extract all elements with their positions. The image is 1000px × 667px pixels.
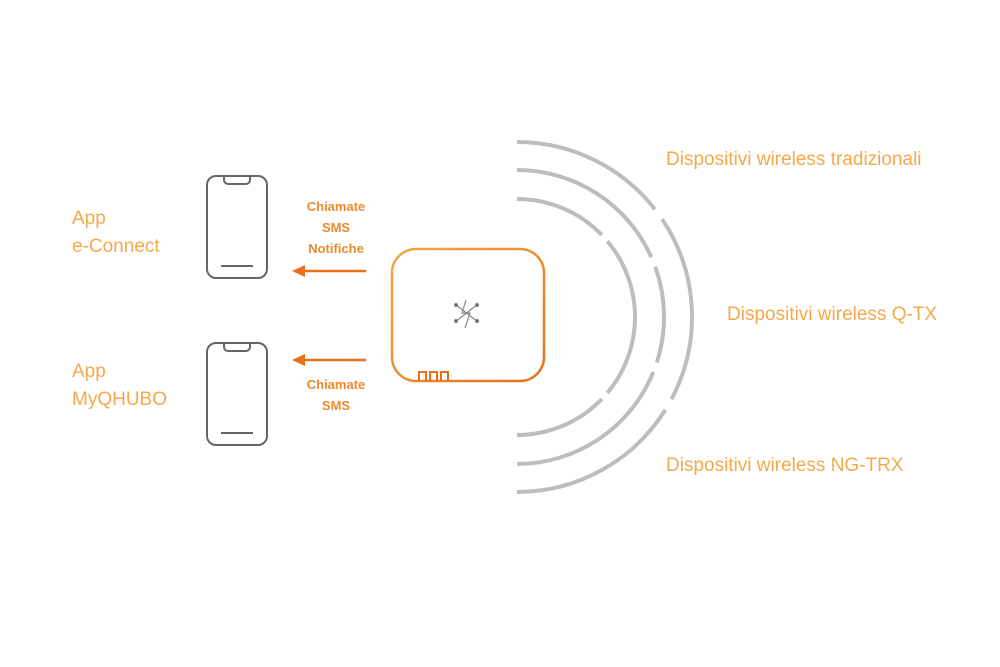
wireless-signal-arcs — [516, 140, 694, 494]
arrow-to-econnect — [292, 265, 366, 277]
message-item: Notifiche — [308, 241, 364, 256]
signal-arc-segment — [516, 408, 668, 494]
messages-econnect: Chiamate SMS Notifiche — [296, 196, 376, 259]
message-item: Chiamate — [306, 199, 366, 214]
signal-arc-segment — [516, 140, 657, 211]
app-label-myqhubo: App MyQHUBO — [72, 358, 167, 414]
hub-device — [390, 247, 546, 383]
phone-icon-myqhubo — [206, 342, 268, 446]
message-item: Chiamate — [306, 377, 366, 392]
wireless-label-traditional: Dispositivi wireless tradizionali — [666, 149, 922, 170]
app-label-line1: App — [72, 361, 106, 382]
signal-arc-segment — [516, 168, 654, 259]
message-item: SMS — [321, 220, 351, 235]
app-label-line2: e-Connect — [72, 236, 160, 257]
phone-icon-econnect — [206, 175, 268, 279]
signal-arc-segment — [516, 197, 604, 237]
messages-myqhubo: Chiamate SMS — [296, 374, 376, 416]
signal-arc-segment — [660, 218, 694, 401]
arrow-to-myqhubo — [292, 354, 366, 366]
app-label-econnect: App e-Connect — [72, 205, 160, 261]
signal-arc-segment — [653, 266, 666, 364]
signal-arc-segment — [516, 397, 604, 437]
wireless-label-ngtrx: Dispositivi wireless NG-TRX — [666, 455, 904, 476]
signal-arc-segment — [516, 371, 656, 466]
app-label-line2: MyQHUBO — [72, 389, 167, 410]
app-label-line1: App — [72, 208, 106, 229]
wireless-label-qtx: Dispositivi wireless Q-TX — [727, 304, 938, 325]
signal-arc-segment — [605, 239, 637, 395]
hub-logo-icon — [453, 299, 480, 329]
message-item: SMS — [321, 398, 351, 413]
